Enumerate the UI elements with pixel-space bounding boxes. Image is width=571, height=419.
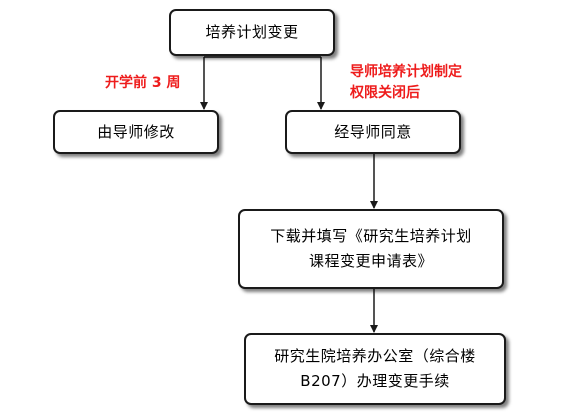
node-advisor-modify-label: 由导师修改 — [97, 122, 175, 141]
node-office-procedure: 研究生院培养办公室（综合楼 B207）办理变更手续 — [244, 333, 506, 405]
note-after-permission-closed: 导师培养计划制定 权限关闭后 — [350, 62, 462, 104]
node-download-form-label: 下载并填写《研究生培养计划 课程变更申请表》 — [270, 227, 472, 270]
node-advisor-agree-label: 经导师同意 — [334, 122, 412, 141]
node-office-procedure-label: 研究生院培养办公室（综合楼 B207）办理变更手续 — [274, 347, 476, 390]
node-advisor-modify: 由导师修改 — [53, 110, 219, 154]
note-after-permission-closed-line1: 导师培养计划制定 — [350, 64, 462, 80]
node-plan-change: 培养计划变更 — [169, 9, 335, 56]
node-plan-change-label: 培养计划变更 — [205, 23, 299, 41]
node-advisor-agree: 经导师同意 — [285, 110, 461, 154]
note-before-3-weeks: 开学前 3 周 — [105, 75, 181, 91]
node-download-form: 下载并填写《研究生培养计划 课程变更申请表》 — [238, 209, 504, 289]
note-after-permission-closed-line2: 权限关闭后 — [350, 85, 420, 101]
